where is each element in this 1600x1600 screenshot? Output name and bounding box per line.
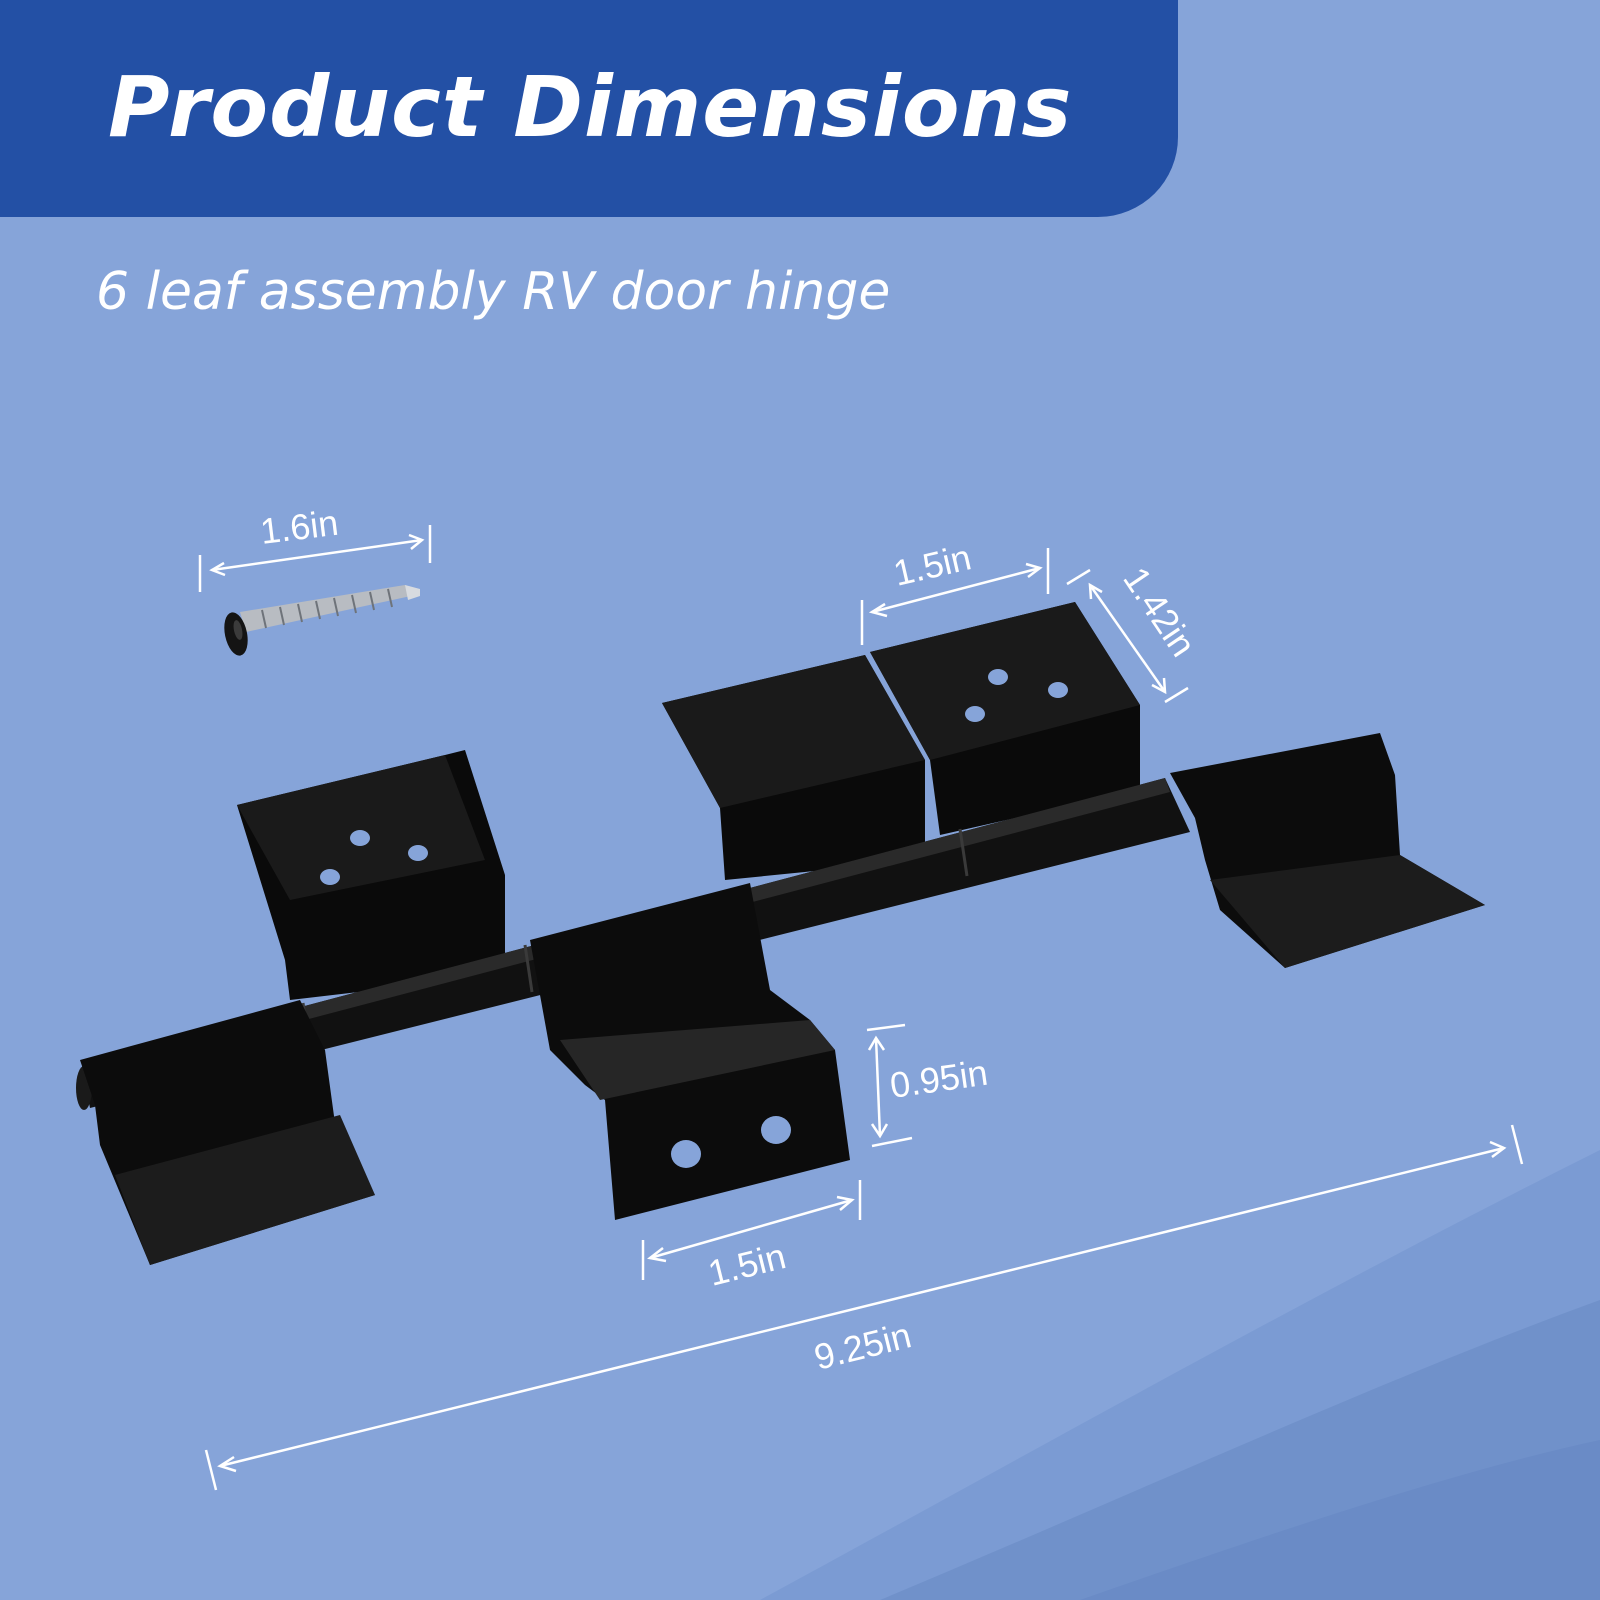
dimension-line-tick bbox=[871, 1136, 913, 1148]
dimension-label-bottom-leaf: 1.5in bbox=[704, 1235, 790, 1294]
dimension-tick bbox=[1510, 1124, 1524, 1165]
screw-threads bbox=[261, 588, 393, 629]
screw-shaft bbox=[240, 585, 420, 632]
page-title: Product Dimensions bbox=[108, 58, 1073, 156]
screw-hole bbox=[671, 1140, 701, 1168]
screw-tip bbox=[405, 585, 420, 600]
dimension-line-top-leaf bbox=[871, 566, 1041, 614]
dimension-tick bbox=[204, 1449, 218, 1491]
dimension-label-depth: 1.42in bbox=[1115, 560, 1204, 664]
background-wave bbox=[1080, 1440, 1600, 1600]
dimension-label-screw: 1.6in bbox=[258, 502, 340, 552]
dimension-tick bbox=[1066, 568, 1091, 586]
dimension-label-flange: 0.95in bbox=[887, 1052, 990, 1106]
dimension-line-depth bbox=[1088, 584, 1167, 693]
screw-image bbox=[224, 585, 420, 656]
dimension-label-top-leaf: 1.5in bbox=[890, 536, 975, 594]
hinge-image bbox=[76, 602, 1485, 1265]
screw-hole bbox=[761, 1116, 791, 1144]
dimension-label-total: 9.25in bbox=[810, 1314, 915, 1378]
screw-holes bbox=[320, 669, 1068, 885]
title-banner: Product Dimensions bbox=[0, 0, 1178, 217]
dimension-tick bbox=[1164, 686, 1189, 704]
dimension-lines bbox=[198, 525, 1524, 1491]
dimension-line-screw bbox=[211, 538, 423, 572]
dimension-line-total bbox=[219, 1146, 1505, 1468]
product-subtitle: 6 leaf assembly RV door hinge bbox=[96, 262, 891, 322]
dimension-line-flange bbox=[874, 1037, 882, 1137]
dimension-line-bottom-leaf bbox=[649, 1198, 853, 1260]
dimension-tick bbox=[866, 1023, 906, 1032]
